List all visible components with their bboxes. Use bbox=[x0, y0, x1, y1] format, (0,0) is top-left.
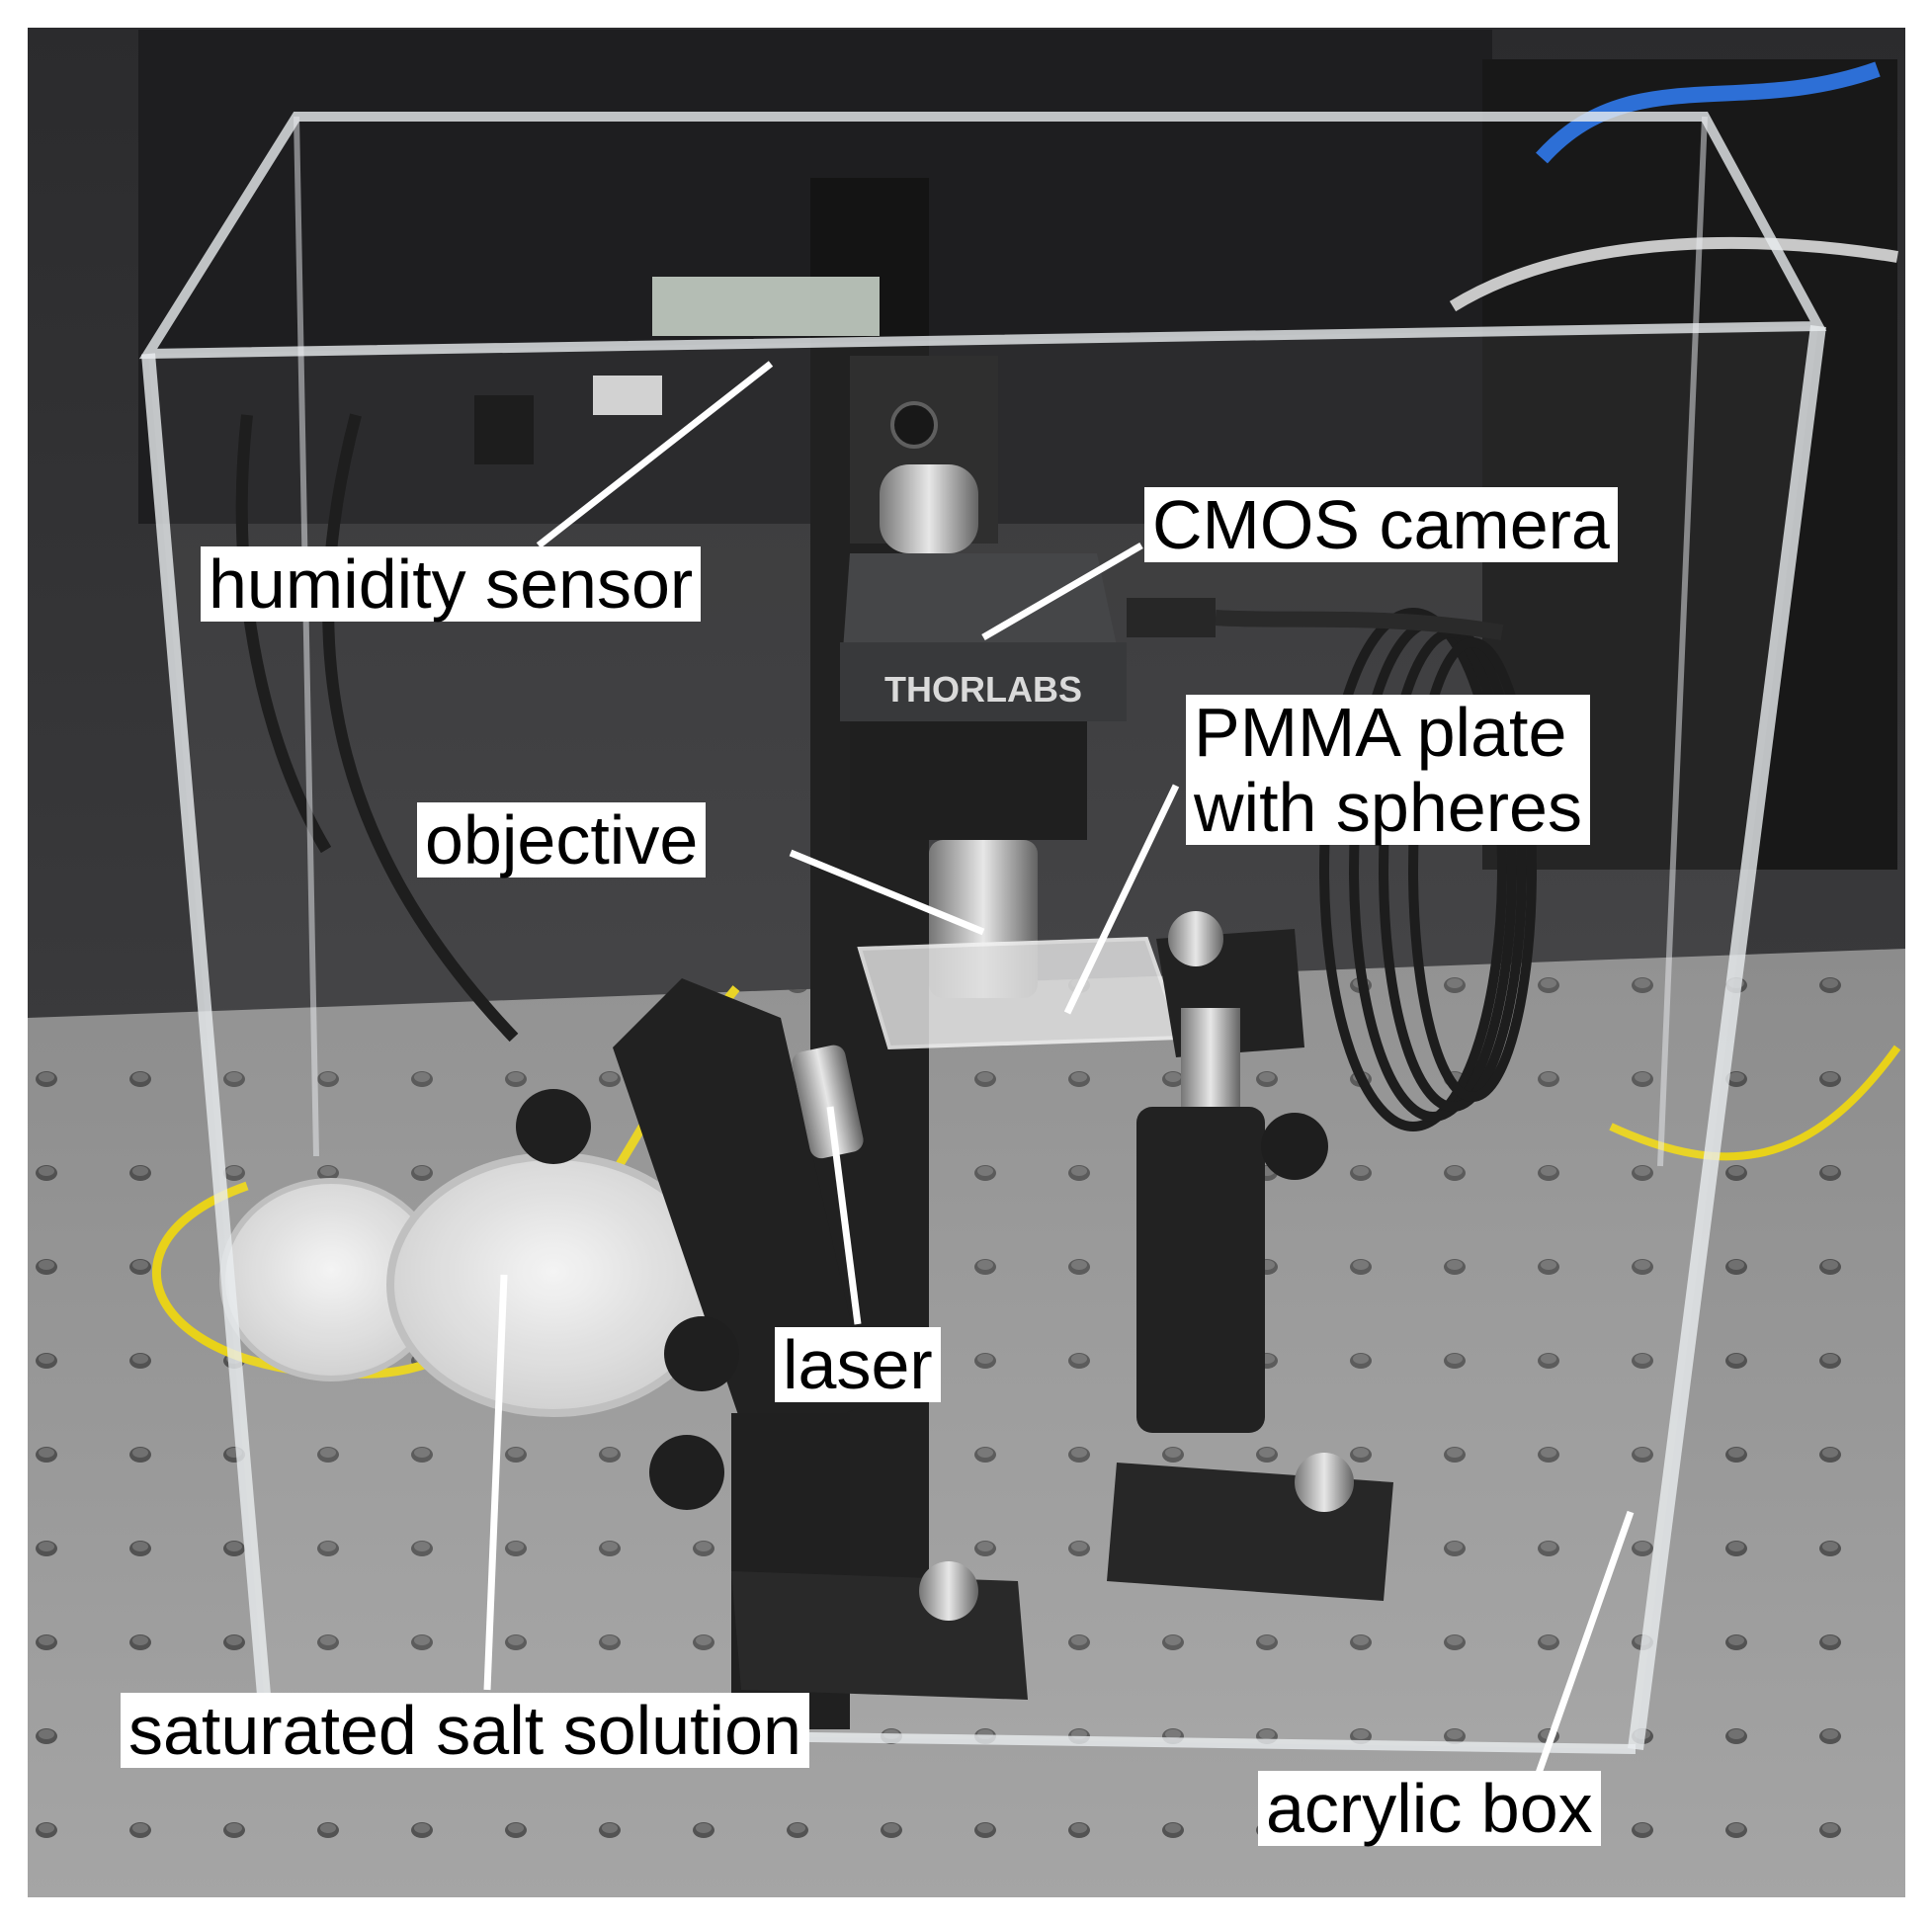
leader-objective bbox=[789, 849, 985, 936]
right-base-screw bbox=[1295, 1453, 1354, 1512]
laser-knob-1 bbox=[516, 1089, 591, 1164]
camera-logo: THORLABS bbox=[884, 669, 1082, 710]
acrylic-box bbox=[138, 112, 1827, 1754]
label-pmma-plate: PMMA plate with spheres bbox=[1186, 695, 1590, 845]
laser-knob-3 bbox=[649, 1435, 724, 1510]
acrylic-glass-face bbox=[148, 326, 1818, 1749]
humidity-sensor-board bbox=[652, 277, 880, 336]
label-humidity-sensor: humidity sensor bbox=[201, 546, 702, 622]
cmos-camera-base bbox=[840, 642, 1127, 721]
leader-cmos-camera bbox=[981, 542, 1143, 641]
sensor-plug bbox=[474, 395, 534, 464]
camera-usb-connector bbox=[1127, 598, 1216, 637]
sensor-connector bbox=[593, 376, 662, 415]
label-salt-solution: saturated salt solution bbox=[121, 1693, 809, 1768]
leader-lines bbox=[483, 361, 1635, 1781]
right-post-holder bbox=[1136, 1107, 1265, 1433]
camera-lens-tube bbox=[880, 464, 978, 553]
laser-barrel bbox=[792, 1045, 864, 1159]
label-objective: objective bbox=[417, 802, 707, 878]
c-mount-adapter bbox=[850, 721, 1087, 840]
leader-pmma-plate bbox=[1063, 784, 1180, 1015]
white-cable bbox=[1449, 236, 1898, 312]
label-acrylic-box: acrylic box bbox=[1258, 1771, 1601, 1846]
left-base-screw bbox=[919, 1561, 978, 1621]
clamp-screw bbox=[1168, 911, 1223, 966]
leader-laser bbox=[826, 1106, 862, 1325]
leader-salt-solution bbox=[483, 1274, 508, 1691]
post-knob bbox=[1261, 1113, 1328, 1180]
label-cmos-camera: CMOS camera bbox=[1144, 487, 1618, 562]
black-cable-left bbox=[322, 413, 519, 1043]
label-laser: laser bbox=[775, 1327, 941, 1402]
leader-acrylic-box bbox=[1533, 1510, 1635, 1781]
right-post-metal bbox=[1181, 1008, 1240, 1117]
leader-humidity-sensor bbox=[536, 361, 774, 548]
yellow-fiber bbox=[151, 985, 740, 1379]
blue-cable bbox=[1536, 61, 1881, 164]
laser-knob-2 bbox=[664, 1316, 739, 1391]
black-cable-left-2 bbox=[235, 414, 332, 854]
camera-mount-screw bbox=[890, 401, 938, 449]
camera-cable bbox=[1215, 610, 1504, 640]
